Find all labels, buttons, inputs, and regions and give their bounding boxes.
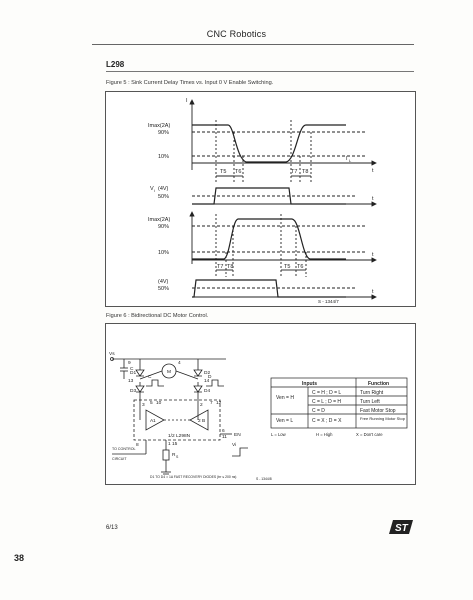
table-row-2-inputs: C = L ; D = H (312, 399, 341, 405)
t5-b-label: T5 (284, 264, 290, 270)
chip-label: 1/2 L298N (168, 433, 191, 439)
pct90-top-label: 90% (158, 130, 169, 136)
pin11-label: 11 (222, 434, 227, 440)
il-tag-label: I (346, 156, 348, 162)
logo-text: ST (395, 523, 409, 534)
t6-a-label: T6 (235, 169, 241, 175)
vs-label: Vs (109, 351, 115, 357)
c1-label: C (130, 366, 134, 372)
in-c-label: C (148, 374, 152, 380)
figure6-caption: Figure 6 : Bidirectional DC Motor Contro… (106, 313, 209, 319)
pct90-mid-label: 90% (158, 224, 169, 230)
vi-sub: i (154, 188, 155, 193)
t-axis-4: t (372, 289, 374, 295)
pin15-label: 15 (172, 441, 178, 447)
ctrl-label-2: CIRCUIT (112, 457, 127, 461)
folio-number: 38 (14, 553, 25, 563)
st-logo-icon: ST (389, 520, 413, 534)
bridge-1-label: 1 (153, 418, 156, 424)
ven-pct: 50% (158, 286, 169, 292)
pct10-mid-label: 10% (158, 250, 169, 256)
figure5-timing-diagram: I L Imax(2A) 90% 10% I L t T5 T6 T7 T8 V… (105, 91, 416, 307)
header-rule (92, 44, 414, 45)
vi-pct: 50% (158, 194, 169, 200)
pin4-label: 4 (178, 360, 181, 366)
figure6-svg: Vs C 9 4 3 2 1 15 6 5 7 8 10 11 12 13 14… (109, 351, 408, 481)
page-number: 6/13 (106, 525, 118, 531)
d2-label: D2 (204, 370, 210, 376)
table-header-function: Function (368, 381, 389, 387)
imax-mid-label: Imax(2A) (148, 217, 170, 223)
motor-label: M (167, 369, 171, 375)
legend-high: H = High (316, 432, 333, 437)
pin12-label: 12 (216, 400, 222, 406)
diode-note: D1 TO D4 = 1A FAST RECOVERY DIODES (trr … (150, 475, 236, 479)
sense-sub: S (176, 455, 179, 459)
legend-low: L = Low (271, 432, 287, 437)
vi-label-f6: Vi (232, 442, 236, 448)
t5-a-label: T5 (220, 169, 226, 175)
part-rule (106, 71, 414, 72)
t7-b-label: T7 (217, 264, 223, 270)
pin13-label: 13 (128, 378, 134, 384)
table-row-4-group: Ven = L (276, 418, 293, 424)
figure5-svg: I L Imax(2A) 90% 10% I L t T5 T6 T7 T8 V… (148, 98, 377, 304)
t8-b-label: T8 (227, 264, 233, 270)
imax-top-label: Imax(2A) (148, 123, 170, 129)
bridge-a-input: A (150, 418, 154, 424)
vi-level: (4V) (158, 186, 169, 192)
fig6-drawing-code: S - 1344/8 (256, 477, 272, 481)
table-header-inputs: Inputs (302, 381, 317, 387)
ven-level: (4V) (158, 279, 169, 285)
table-row-2-function: Turn Left (360, 399, 380, 405)
pin14-label: 14 (204, 378, 210, 384)
bridge-2-label: 2 (198, 418, 201, 424)
t-axis-2: t (372, 196, 374, 202)
table-row-3-function: Fast Motor Stop (360, 408, 396, 414)
pin6-label: 6 (222, 428, 225, 434)
vi-label: V (150, 186, 154, 192)
pin2-label: 2 (200, 402, 203, 408)
d1-label: D1 (130, 370, 136, 376)
t7-a-label: T7 (291, 169, 297, 175)
in-d-label: D (208, 374, 212, 380)
pin8-label: 8 (136, 442, 139, 448)
il-tag-sub: L (349, 158, 352, 163)
il-axis-sub: L (190, 100, 193, 105)
pin7-label: 7 (210, 400, 213, 406)
legend-dontcare: X = Don't care (356, 432, 383, 437)
d3-label: D3 (130, 388, 136, 394)
table-row-1-function: Turn Right (360, 390, 384, 396)
d4-label: D4 (204, 388, 210, 394)
st-logo: ST (389, 520, 413, 539)
part-number: L298 (106, 60, 125, 69)
fig5-drawing-code: S - 1344/7 (318, 299, 339, 304)
pin9-label: 9 (128, 360, 131, 366)
pct10-top-label: 10% (158, 154, 169, 160)
t-axis-1: t (372, 168, 374, 174)
t6-b-label: T6 (297, 264, 303, 270)
table-row-3-inputs: C = D (312, 408, 325, 414)
figure5-caption: Figure 5 : Sink Current Delay Times vs. … (106, 80, 274, 86)
pin3-label: 3 (142, 402, 145, 408)
il-axis-label: I (186, 98, 188, 104)
figure6-motor-control: Vs C 9 4 3 2 1 15 6 5 7 8 10 11 12 13 14… (105, 323, 416, 485)
table-row-1-inputs: C = H ; D = L (312, 390, 341, 396)
sense-label: R (172, 452, 176, 458)
t-axis-3: t (372, 252, 374, 258)
running-header: CNC Robotics (206, 29, 267, 39)
bridge-b-input: B (202, 418, 205, 424)
ctrl-label-1: TO CONTROL (112, 447, 136, 451)
pin1-label: 1 (168, 441, 171, 447)
pin5-label: 5 (150, 400, 153, 406)
table-row-4-function: Free Running Motor Stop (360, 416, 406, 421)
enable-label: EN (234, 432, 241, 438)
table-row-4-inputs: C = X ; D = X (312, 418, 342, 424)
t8-a-label: T8 (302, 169, 308, 175)
table-row-1-group: Ven = H (276, 395, 294, 401)
pin10-label: 10 (156, 400, 162, 406)
